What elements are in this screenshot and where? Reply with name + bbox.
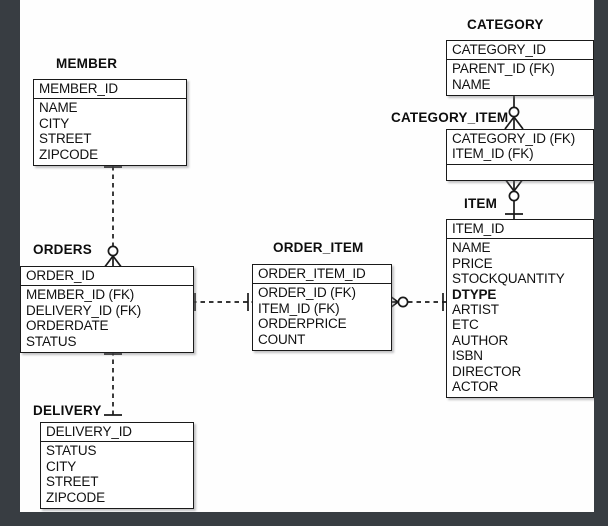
entity-title-orders: ORDERS xyxy=(33,242,92,257)
attribute-count: COUNT xyxy=(258,331,306,347)
attribute-dtype: DTYPE xyxy=(452,286,497,302)
er-diagram-canvas: MEMBER MEMBER_ID NAME CITY STREET ZIPCOD… xyxy=(20,0,594,512)
relationship-category-item-item xyxy=(504,178,524,219)
attribute-actor: ACTOR xyxy=(452,379,499,395)
attribute-status: STATUS xyxy=(26,333,77,349)
entity-member-body-section: NAME CITY STREET ZIPCODE xyxy=(34,99,186,165)
entity-member-key-section: MEMBER_ID xyxy=(34,80,186,100)
entity-category-item[interactable]: CATEGORY_ID (FK) ITEM_ID (FK) xyxy=(446,129,594,181)
attribute-member-id-fk: MEMBER_ID (FK) xyxy=(26,287,135,303)
entity-item[interactable]: ITEM_ID NAME PRICE STOCKQUANTITY DTYPE A… xyxy=(446,219,594,399)
attribute-order-id: ORDER_ID xyxy=(26,268,95,283)
entity-category-item-key-section: CATEGORY_ID (FK) ITEM_ID (FK) xyxy=(447,130,593,165)
entity-title-member: MEMBER xyxy=(56,56,118,71)
attribute-parent-id-fk: PARENT_ID (FK) xyxy=(452,61,555,77)
entity-delivery-body-section: STATUS CITY STREET ZIPCODE xyxy=(41,442,193,508)
attribute-order-item-id: ORDER_ITEM_ID xyxy=(258,266,366,281)
entity-orders-key-section: ORDER_ID xyxy=(21,267,193,287)
attribute-category-id: CATEGORY_ID xyxy=(452,42,546,57)
entity-category-item-body-section xyxy=(447,165,593,180)
attribute-director: DIRECTOR xyxy=(452,363,522,379)
attribute-name: NAME xyxy=(452,240,491,256)
entity-title-order-item: ORDER_ITEM xyxy=(273,240,364,255)
entity-title-category: CATEGORY xyxy=(467,17,544,32)
relationship-member-orders xyxy=(103,166,123,269)
attribute-price: PRICE xyxy=(452,255,493,271)
entity-title-item: ITEM xyxy=(464,196,498,211)
attribute-zipcode: ZIPCODE xyxy=(46,489,105,505)
attribute-etc: ETC xyxy=(452,317,479,333)
entity-title-delivery: DELIVERY xyxy=(33,403,102,418)
attribute-status: STATUS xyxy=(46,443,97,459)
attribute-delivery-id-fk: DELIVERY_ID (FK) xyxy=(26,302,142,318)
entity-title-category-item: CATEGORY_ITEM xyxy=(391,110,509,125)
entity-delivery[interactable]: DELIVERY_ID STATUS CITY STREET ZIPCODE xyxy=(40,422,194,510)
relationship-order-item-item xyxy=(385,292,446,312)
entity-category[interactable]: CATEGORY_ID PARENT_ID (FK) NAME xyxy=(446,40,594,97)
entity-order-item-key-section: ORDER_ITEM_ID xyxy=(253,265,391,285)
attribute-author: AUTHOR xyxy=(452,332,509,348)
entity-order-item[interactable]: ORDER_ITEM_ID ORDER_ID (FK) ITEM_ID (FK)… xyxy=(252,264,392,352)
attribute-item-id-fk: ITEM_ID (FK) xyxy=(452,146,534,162)
entity-delivery-key-section: DELIVERY_ID xyxy=(41,423,193,443)
attribute-item-id: ITEM_ID xyxy=(452,221,505,236)
entity-item-body-section: NAME PRICE STOCKQUANTITY DTYPE ARTIST ET… xyxy=(447,239,593,397)
attribute-item-id-fk: ITEM_ID (FK) xyxy=(258,300,340,316)
attribute-zipcode: ZIPCODE xyxy=(39,146,98,162)
attribute-city: CITY xyxy=(39,115,70,131)
attribute-city: CITY xyxy=(46,458,77,474)
attribute-isbn: ISBN xyxy=(452,348,483,364)
entity-order-item-body-section: ORDER_ID (FK) ITEM_ID (FK) ORDERPRICE CO… xyxy=(253,284,391,350)
attribute-street: STREET xyxy=(39,131,92,147)
entity-orders-body-section: MEMBER_ID (FK) DELIVERY_ID (FK) ORDERDAT… xyxy=(21,286,193,352)
attribute-order-id-fk: ORDER_ID (FK) xyxy=(258,285,356,301)
relationship-orders-delivery xyxy=(104,351,122,418)
attribute-name: NAME xyxy=(452,76,491,92)
attribute-delivery-id: DELIVERY_ID xyxy=(46,424,132,439)
attribute-orderprice: ORDERPRICE xyxy=(258,316,347,332)
entity-orders[interactable]: ORDER_ID MEMBER_ID (FK) DELIVERY_ID (FK)… xyxy=(20,266,194,354)
attribute-stockquantity: STOCKQUANTITY xyxy=(452,271,565,287)
attribute-orderdate: ORDERDATE xyxy=(26,318,109,334)
entity-member[interactable]: MEMBER_ID NAME CITY STREET ZIPCODE xyxy=(33,79,187,167)
entity-category-key-section: CATEGORY_ID xyxy=(447,41,593,61)
attribute-artist: ARTIST xyxy=(452,302,499,318)
attribute-street: STREET xyxy=(46,474,99,490)
attribute-member-id: MEMBER_ID xyxy=(39,81,118,96)
entity-item-key-section: ITEM_ID xyxy=(447,220,593,240)
attribute-category-id-fk: CATEGORY_ID (FK) xyxy=(452,131,576,146)
attribute-name: NAME xyxy=(39,100,78,116)
entity-category-body-section: PARENT_ID (FK) NAME xyxy=(447,60,593,95)
